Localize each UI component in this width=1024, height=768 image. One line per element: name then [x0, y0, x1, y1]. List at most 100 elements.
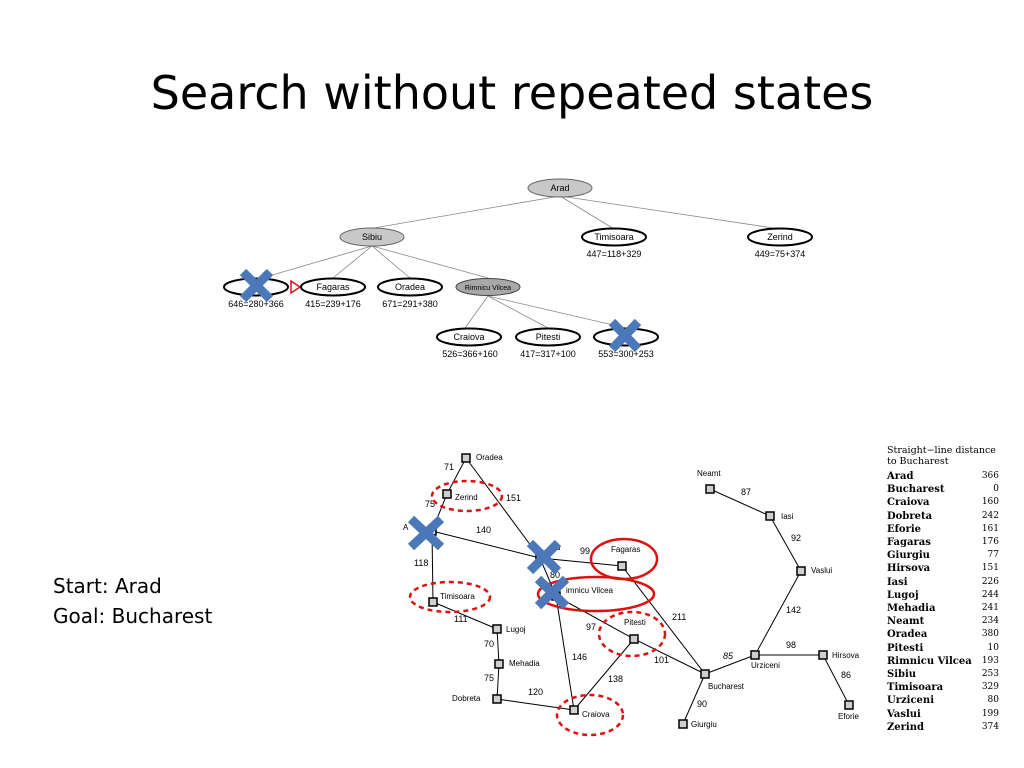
- city-cell: Lugoj: [887, 589, 919, 601]
- city-label: Pitesti: [624, 618, 646, 627]
- city-label: Iasi: [781, 512, 794, 521]
- tree-node-value: 449=75+374: [755, 249, 806, 259]
- city-cell: Neamt: [887, 616, 925, 628]
- city-cell: Urziceni: [887, 695, 934, 707]
- city-label: Fagaras: [611, 545, 640, 554]
- tree-node-label: Pitesti: [536, 332, 561, 342]
- road-distance-label: 85: [723, 651, 734, 661]
- table-row: Zerind 374: [887, 721, 999, 734]
- dashed-circle-pitesti: [597, 610, 667, 658]
- city-cell: Eforie: [887, 523, 922, 535]
- tree-node-arad: Arad: [527, 178, 593, 198]
- tree-node-label: Arad: [550, 183, 569, 193]
- city-cell: Oradea: [887, 629, 928, 641]
- city-cell: Fagaras: [887, 537, 931, 549]
- city-label: Zerind: [455, 493, 478, 502]
- tree-node-label: Sibiu: [362, 232, 382, 242]
- distance-cell: 80: [987, 695, 999, 706]
- city-cell: Mehadia: [887, 603, 936, 615]
- road-distance-label: 97: [586, 622, 596, 632]
- city-marker: [765, 511, 775, 521]
- table-row: Sibiu 253: [887, 668, 999, 681]
- distance-cell: 366: [981, 471, 999, 481]
- map-road-distances: 71 75 151 140 118 111 70 75 120 99 80 97…: [414, 462, 851, 709]
- city-cell: Dobreta: [887, 510, 933, 522]
- road-distance-label: 99: [580, 546, 590, 556]
- tree-node-sibiu: Sibiu: [339, 227, 405, 247]
- road-distance-label: 75: [484, 673, 494, 683]
- city-marker: [818, 650, 828, 660]
- road-distance-label: 140: [476, 525, 491, 535]
- tree-node-label: Craiova: [453, 332, 484, 342]
- city-label: Vaslui: [811, 566, 832, 575]
- road-distance-label: 87: [741, 487, 751, 497]
- tree-node-oradea: Oradea 671=291+380: [377, 277, 443, 309]
- city-label: Lugoj: [506, 625, 526, 634]
- heuristic-table-title: Straight−line distance to Bucharest: [887, 445, 1007, 467]
- distance-cell: 160: [981, 497, 999, 508]
- city-marker: [442, 489, 452, 499]
- city-cell: Giurgiu: [887, 550, 930, 562]
- city-cell: Zerind: [887, 721, 924, 733]
- distance-cell: 0: [993, 484, 999, 495]
- distance-cell: 253: [981, 669, 999, 680]
- table-title-line: to Bucharest: [887, 456, 949, 467]
- dashed-circle-craiova: [555, 693, 625, 737]
- city-marker: [492, 694, 502, 704]
- distance-cell: 241: [981, 603, 999, 614]
- slide-title: Search without repeated states: [150, 66, 874, 120]
- distance-cell: 151: [981, 563, 999, 574]
- table-title-line: Straight−line distance: [887, 445, 996, 456]
- city-cell: Pitesti: [887, 642, 924, 654]
- city-label: Craiova: [582, 710, 610, 719]
- city-label: Urziceni: [751, 661, 780, 670]
- tree-node-fagaras: Fagaras 415=239+176: [300, 277, 366, 309]
- table-row: Mehadia 241: [887, 602, 999, 615]
- city-cell: Bucharest: [887, 484, 945, 496]
- tree-node-value: 553=300+253: [598, 349, 654, 359]
- city-cell: Iasi: [887, 576, 908, 588]
- cross-icon: [608, 318, 642, 353]
- goal-label: Goal: Bucharest: [53, 604, 213, 628]
- road-distance-label: 90: [697, 699, 707, 709]
- tree-node-value: 415=239+176: [305, 299, 361, 309]
- city-label: Dobreta: [452, 694, 481, 703]
- city-marker: [796, 566, 806, 576]
- road-distance-label: 80: [550, 570, 560, 580]
- map-city-labels: Oradea Zerind A Timisoara Lugoj Mehadia …: [403, 453, 860, 729]
- city-cell: Timisoara: [887, 682, 944, 694]
- road-distance-label: 146: [572, 652, 587, 662]
- distance-cell: 374: [981, 721, 999, 732]
- dashed-circle-zerind: [430, 479, 504, 513]
- tree-node-label: Zerind: [767, 232, 793, 242]
- tree-node-value: 646=280+366: [228, 299, 284, 309]
- road-distance-label: 142: [786, 605, 801, 615]
- tree-node-value: 526=366+160: [442, 349, 498, 359]
- road-distance-label: 101: [654, 655, 669, 665]
- cross-marks: [239, 268, 642, 610]
- city-label: Giurgiu: [691, 720, 717, 729]
- start-label: Start: Arad: [53, 574, 162, 598]
- city-label: Hirsova: [832, 651, 860, 660]
- city-marker: [700, 669, 710, 679]
- distance-cell: 199: [981, 708, 999, 719]
- city-label: imnicu Vilcea: [566, 586, 614, 595]
- map-cities: [427, 453, 854, 729]
- city-cell: Sibiu: [887, 669, 917, 681]
- highlight-ellipses: [408, 479, 667, 737]
- city-marker: [461, 453, 471, 463]
- tree-node-rimnicu-vilcea: Rimnicu Vilcea: [455, 278, 521, 296]
